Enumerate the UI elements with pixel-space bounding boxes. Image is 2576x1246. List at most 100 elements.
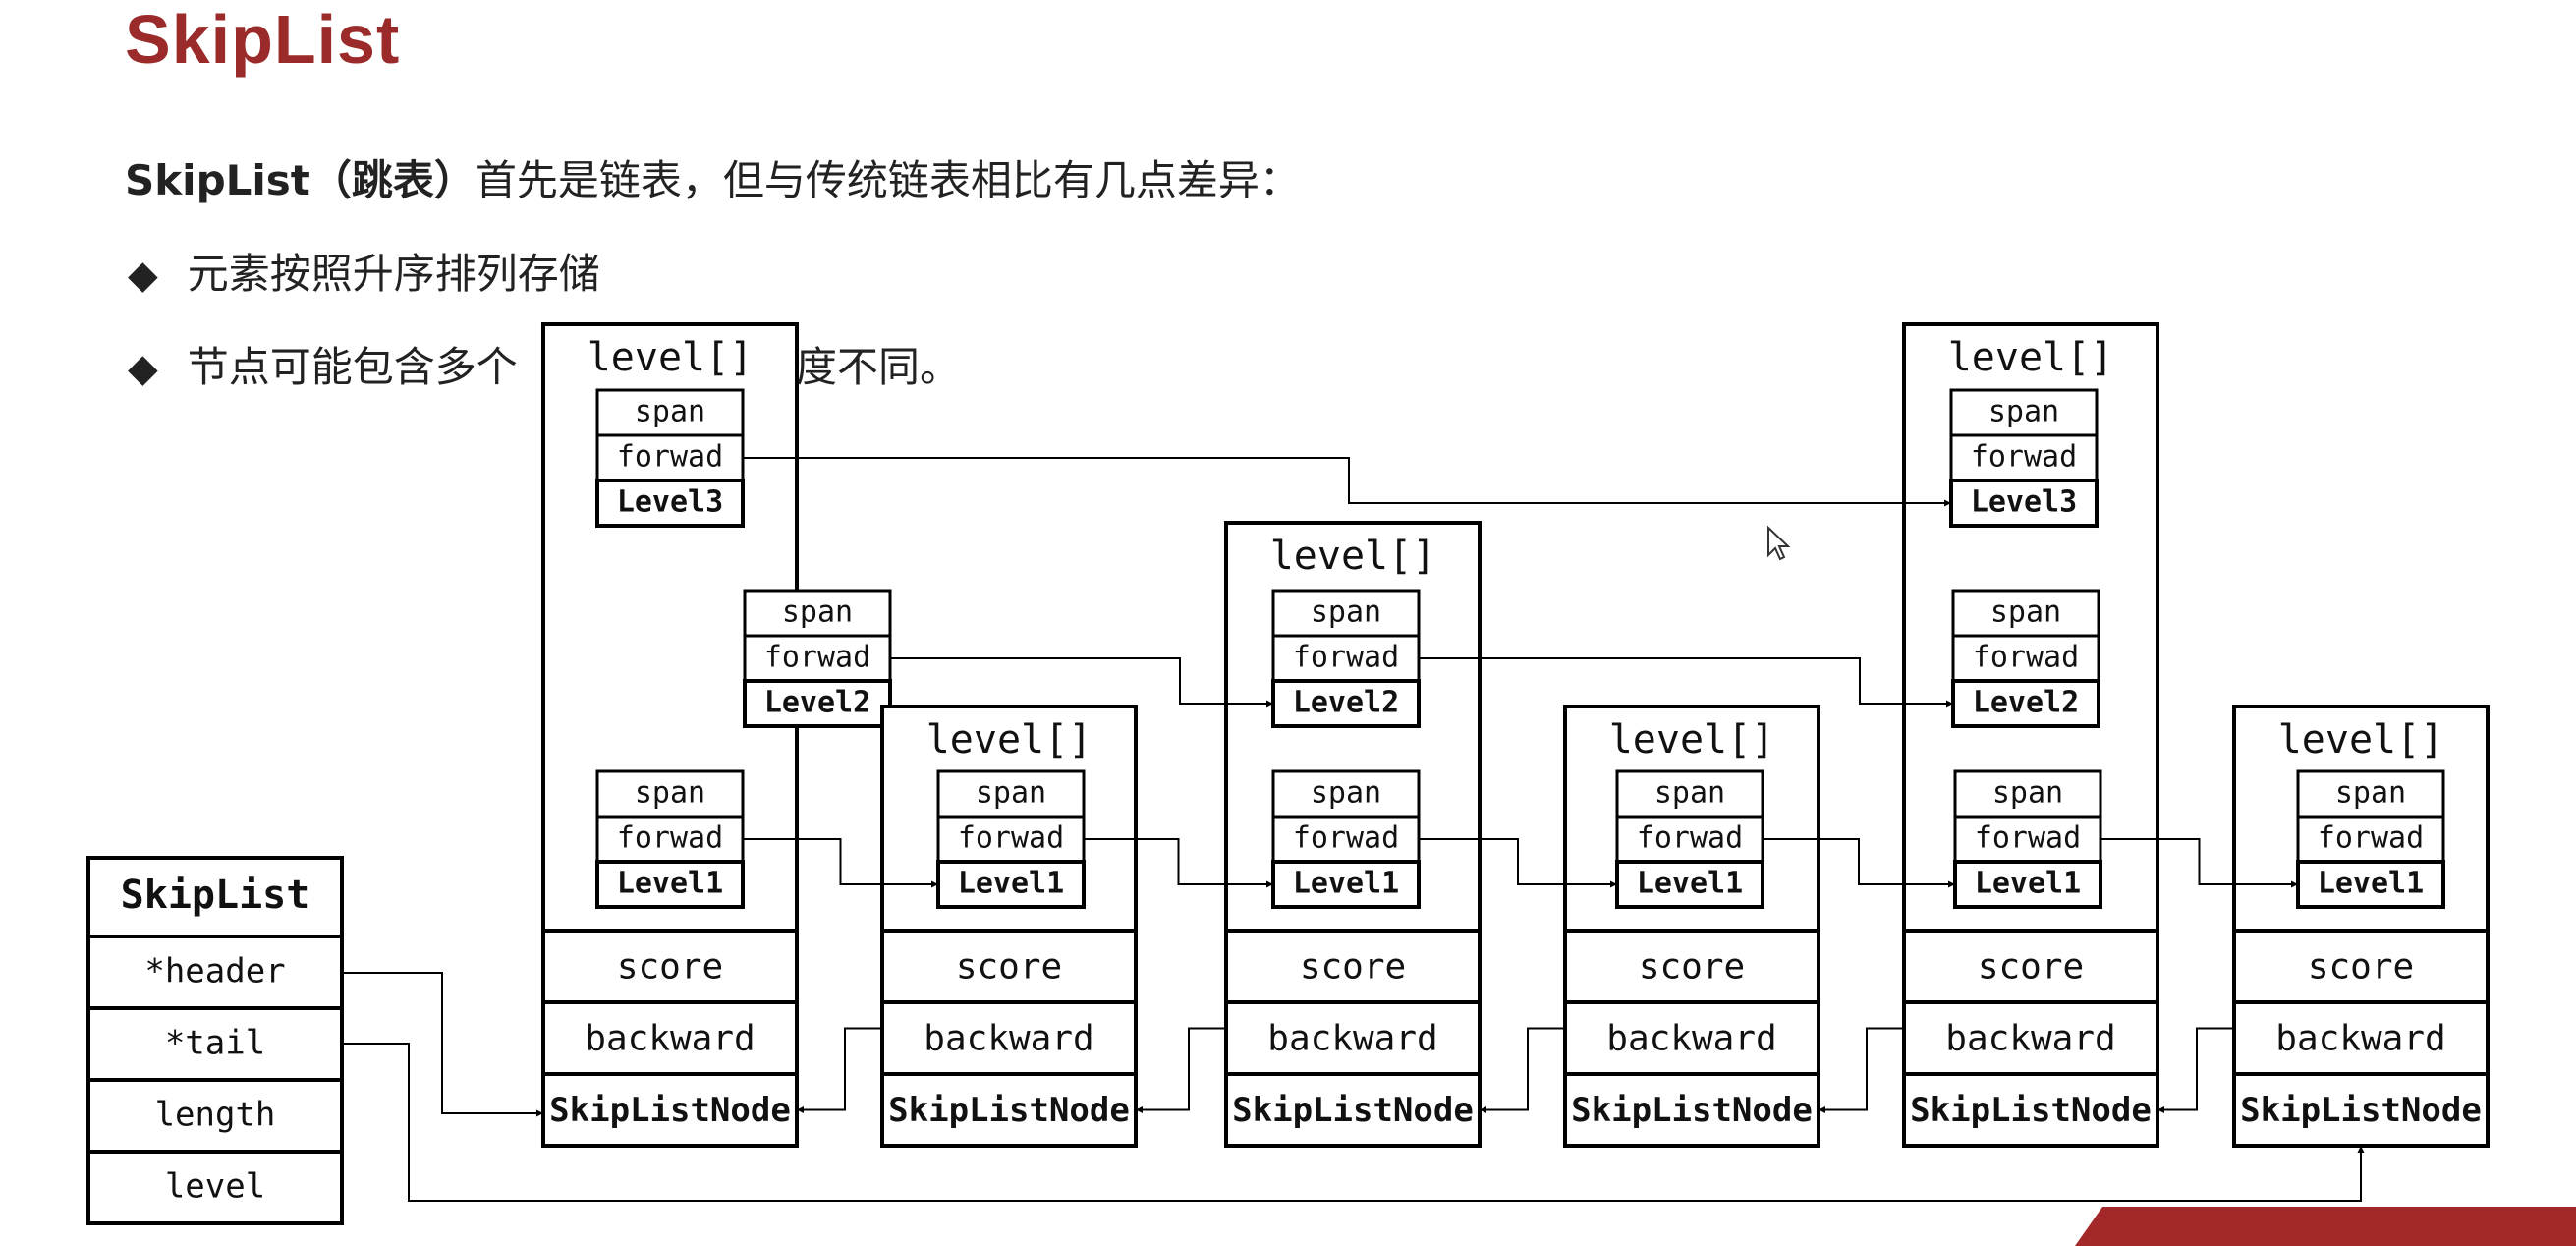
node-1-forward-1-box: [595, 815, 745, 864]
backward-arrow-2: [1136, 1027, 1226, 1113]
node-5-row-3: SkipListNode: [1910, 1091, 2152, 1130]
node-5-level-3-box: [1949, 479, 2099, 528]
node-1-level-3-name: Level3: [617, 485, 723, 520]
node-4-row-3: SkipListNode: [1571, 1091, 1813, 1130]
node-6-row-2: backward: [2275, 1019, 2445, 1059]
node-2-span-1: span: [976, 776, 1046, 811]
node-6-span-1-box: [2296, 769, 2445, 819]
skiplist-field-level: level: [165, 1167, 265, 1207]
skiplist-field-header-box: [86, 934, 344, 1010]
backward-arrow-1: [797, 1027, 882, 1113]
node-1-row-2: backward: [585, 1019, 755, 1059]
node-1-level-array-label: level[]: [588, 335, 754, 380]
node-5-forward-3: forwad: [1971, 440, 2077, 475]
node-4-forward-1: forwad: [1637, 821, 1743, 856]
node-5-forward-1-box: [1953, 815, 2102, 864]
node-6-forward-1: forwad: [2318, 821, 2424, 856]
diamond-bullet-icon: ◆: [128, 253, 158, 298]
node-5-level-2-name: Level2: [1973, 686, 2079, 720]
node-6-span-1: span: [2335, 776, 2406, 811]
bullet-2-text: 节点可能包含多个: [187, 343, 518, 391]
level1-forward-arrow-3: [1419, 838, 1617, 888]
skiplist-field-length: length: [155, 1096, 276, 1135]
level1-forward-arrow-4: [1763, 838, 1955, 888]
node-4-forward-1-box: [1615, 815, 1764, 864]
node-3-span-2: span: [1311, 595, 1381, 630]
backward-arrow-4: [1819, 1027, 1904, 1113]
node-1-span-1-box: [595, 769, 745, 819]
node-6-level-1-name: Level1: [2318, 867, 2424, 901]
node-2-row-2-box: [880, 1000, 1138, 1076]
node-1-level-2-name: Level2: [764, 686, 870, 720]
node-3-span-1: span: [1311, 776, 1381, 811]
footer-banner: [2074, 1207, 2576, 1246]
node-3-row-3-box: [1224, 1072, 1482, 1148]
skiplist-field-length-box: [86, 1078, 344, 1154]
node-4-level-1-name: Level1: [1637, 867, 1743, 901]
skiplist-field-tail: *tail: [165, 1024, 265, 1063]
node-3-level-1-name: Level1: [1293, 867, 1399, 901]
level1-forward-arrow-2: [1084, 838, 1273, 888]
node-6-row-3-box: [2232, 1072, 2490, 1148]
node-2-row-3: SkipListNode: [888, 1091, 1130, 1130]
node-2-level-1-box: [936, 860, 1086, 909]
node-3-level-array-label: level[]: [1270, 534, 1436, 579]
node-6-row-3: SkipListNode: [2240, 1091, 2482, 1130]
node-1-level-2-box: [743, 679, 892, 728]
skiplist-struct-title: SkipList: [121, 873, 310, 918]
level2-forward-arrow-2: [1419, 657, 1953, 708]
level2-forward-arrow-1: [890, 657, 1273, 708]
node-6-forward-1-box: [2296, 815, 2445, 864]
node-1-span-2-box: [743, 589, 892, 638]
node-4-level-array-label: level[]: [1609, 717, 1775, 763]
node-1-forward-2: forwad: [764, 641, 870, 675]
node-5-row-1-box: [1902, 929, 2159, 1004]
node-3-span-2-box: [1271, 589, 1421, 638]
node-3-row-3: SkipListNode: [1232, 1091, 1474, 1130]
node-5-span-2-box: [1951, 589, 2100, 638]
bullet-2-tail: 度不同。: [796, 343, 962, 391]
node-1-level-3-box: [595, 479, 745, 528]
node-5-forward-2-box: [1951, 634, 2100, 683]
header-pointer-arrow: [342, 972, 543, 1117]
node-1-row-1-box: [541, 929, 799, 1004]
level3-forward-arrow: [743, 457, 1951, 507]
node-3-forward-1: forwad: [1293, 821, 1399, 856]
node-2-span-1-box: [936, 769, 1086, 819]
bullet-2: ◆节点可能包含多个: [128, 334, 518, 394]
node-1-span-2: span: [782, 595, 853, 630]
node-6-row-1: score: [2308, 947, 2414, 988]
node-1-row-3: SkipListNode: [549, 1091, 791, 1130]
node-1-forward-3: forwad: [617, 440, 723, 475]
node-2-level-1-name: Level1: [958, 867, 1064, 901]
bullet-1-text: 元素按照升序排列存储: [187, 250, 600, 298]
node-1-level-1-name: Level1: [617, 867, 723, 901]
node-1-row-1: score: [617, 947, 723, 988]
node-5-level-1-box: [1953, 860, 2102, 909]
node-5-level-array-label: level[]: [1948, 335, 2114, 380]
level1-forward-arrow-5: [2100, 838, 2298, 888]
node-5-forward-2: forwad: [1973, 641, 2079, 675]
backward-arrow-5: [2157, 1027, 2234, 1113]
node-2-forward-1-box: [936, 815, 1086, 864]
skiplist-field-header: *header: [144, 952, 285, 991]
intro-line: SkipList（跳表）首先是链表，但与传统链表相比有几点差异：: [125, 147, 1301, 207]
node-1-forward-2-box: [743, 634, 892, 683]
node-5-forward-3-box: [1949, 433, 2099, 482]
node-5-forward-1: forwad: [1975, 821, 2081, 856]
node-4-row-2: backward: [1606, 1019, 1776, 1059]
node-4-level-1-box: [1615, 860, 1764, 909]
intro-rest: 首先是链表，但与传统链表相比有几点差异：: [475, 156, 1301, 204]
node-2-row-1: score: [956, 947, 1062, 988]
skiplist-field-level-box: [86, 1150, 344, 1225]
node-6-row-1-box: [2232, 929, 2490, 1004]
node-2-forward-1: forwad: [958, 821, 1064, 856]
node-1-row-3-box: [541, 1072, 799, 1148]
node-3-row-2: backward: [1267, 1019, 1437, 1059]
skiplist-field-tail-box: [86, 1006, 344, 1082]
node-5-row-3-box: [1902, 1072, 2159, 1148]
node-5-span-2: span: [1990, 595, 2061, 630]
node-6-level-array-label: level[]: [2278, 717, 2444, 763]
node-5-level-3-name: Level3: [1971, 485, 2077, 520]
